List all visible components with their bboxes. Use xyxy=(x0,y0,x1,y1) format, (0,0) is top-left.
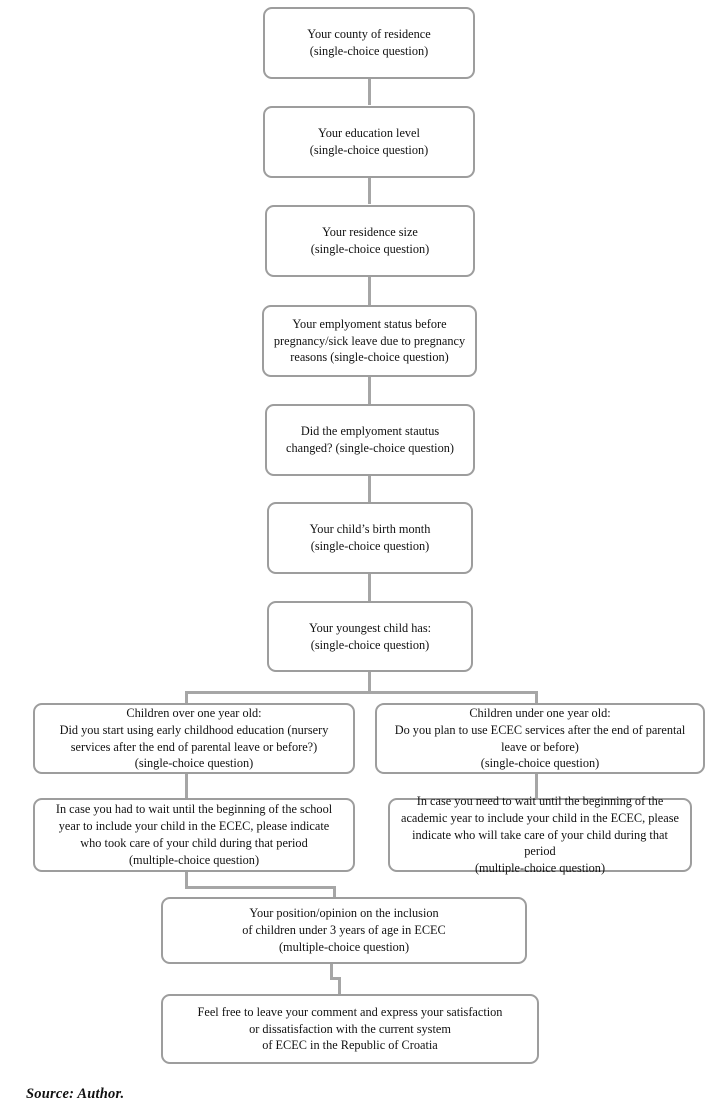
connector-position-to-comment-jog xyxy=(330,977,341,980)
node-children-over-one-label: Children over one year old: Did you star… xyxy=(59,705,329,771)
connector-county-to-education xyxy=(368,79,371,105)
connector-under-one-to-need-wait xyxy=(535,773,538,798)
connector-over-one-to-waited xyxy=(185,773,188,798)
connector-position-to-comment-stem xyxy=(330,963,333,980)
connector-waited-merge-stem xyxy=(185,871,188,889)
connector-education-to-residence xyxy=(368,177,371,204)
node-employment-changed[interactable]: Did the emplyoment stautus changed? (sin… xyxy=(265,404,475,476)
connector-merge-to-position xyxy=(333,886,336,898)
node-waited-school-year[interactable]: In case you had to wait until the beginn… xyxy=(33,798,355,872)
connector-youngest-split-stem xyxy=(368,671,371,693)
node-children-under-one-label: Children under one year old: Do you plan… xyxy=(394,705,686,771)
node-residence-size[interactable]: Your residence size (single-choice quest… xyxy=(265,205,475,277)
node-residence-size-label: Your residence size (single-choice quest… xyxy=(310,225,430,256)
node-youngest-child[interactable]: Your youngest child has: (single-choice … xyxy=(267,601,473,672)
connector-youngest-split-bar xyxy=(185,691,538,694)
node-birth-month[interactable]: Your child’s birth month (single-choice … xyxy=(267,502,473,574)
connector-split-to-children-over-one xyxy=(185,691,188,704)
node-employment-status[interactable]: Your emplyoment status before pregnancy/… xyxy=(262,305,477,377)
node-youngest-child-label: Your youngest child has: (single-choice … xyxy=(308,620,432,652)
node-need-wait-academic-year[interactable]: In case you need to wait until the begin… xyxy=(388,794,692,875)
connector-split-to-children-under-one xyxy=(535,691,538,704)
source-caption: Source: Author. xyxy=(26,1086,125,1102)
node-employment-changed-label: Did the emplyoment stautus changed? (sin… xyxy=(286,424,454,455)
node-education-label: Your education level (single-choice ques… xyxy=(309,126,429,157)
node-county[interactable]: Your county of residence (single-choice … xyxy=(263,7,475,79)
connector-changed-to-birthmonth xyxy=(368,475,371,503)
node-position-opinion-label: Your position/opinion on the inclusion o… xyxy=(242,906,446,954)
node-position-opinion[interactable]: Your position/opinion on the inclusion o… xyxy=(161,897,527,964)
connector-position-to-comment-drop xyxy=(338,977,341,994)
node-employment-status-label: Your emplyoment status before pregnancy/… xyxy=(273,316,466,365)
node-need-wait-academic-year-label: In case you need to wait until the begin… xyxy=(401,793,679,876)
node-children-under-one[interactable]: Children under one year old: Do you plan… xyxy=(375,703,705,774)
connector-residence-to-employment xyxy=(368,277,371,305)
node-comment[interactable]: Feel free to leave your comment and expr… xyxy=(161,994,539,1064)
connector-birthmonth-to-youngest xyxy=(368,573,371,601)
node-education[interactable]: Your education level (single-choice ques… xyxy=(263,106,475,178)
node-comment-label: Feel free to leave your comment and expr… xyxy=(197,1004,503,1053)
node-county-label: Your county of residence (single-choice … xyxy=(307,27,431,58)
node-birth-month-label: Your child’s birth month (single-choice … xyxy=(309,522,431,553)
connector-employment-to-changed xyxy=(368,377,371,405)
connector-merge-bar xyxy=(185,886,336,889)
node-waited-school-year-label: In case you had to wait until the beginn… xyxy=(55,802,333,867)
node-children-over-one[interactable]: Children over one year old: Did you star… xyxy=(33,703,355,774)
